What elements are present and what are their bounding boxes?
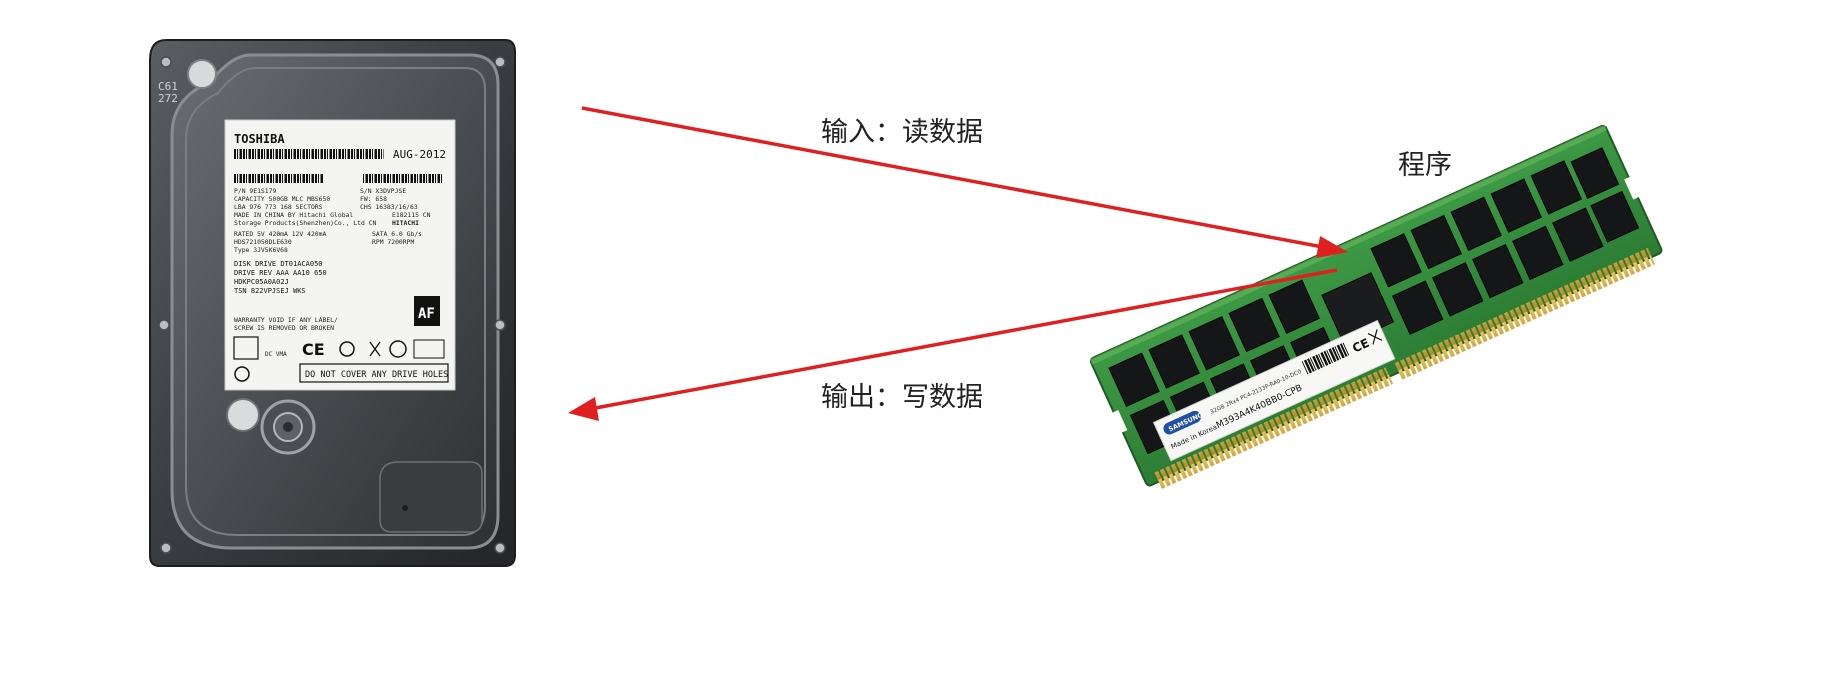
data-flow-arrows — [568, 106, 1348, 421]
svg-text:RPM 7200RPM: RPM 7200RPM — [372, 238, 414, 246]
ram-label: SAMSUNG Made in Korea M393A4K40BB0-CPB 3… — [1152, 319, 1396, 462]
svg-text:CHS 16383/16/63: CHS 16383/16/63 — [360, 203, 418, 211]
samsung-logo — [1163, 410, 1201, 435]
hdd-post — [187, 59, 217, 89]
read-arrow-line — [581, 106, 1329, 250]
ram-gold-contacts-left — [1154, 367, 1394, 490]
input-read-label: 输入：读数据 — [821, 117, 983, 148]
svg-text:DC VMA: DC VMA — [265, 351, 287, 358]
svg-text:FW: 658: FW: 658 — [360, 195, 387, 203]
svg-text:Type 3JV5K6V68: Type 3JV5K6V68 — [234, 246, 288, 254]
svg-text:HDKPC05A0A02J: HDKPC05A0A02J — [234, 278, 289, 286]
barcode-icon — [362, 174, 442, 183]
ce-mark-icon: CE — [302, 340, 325, 359]
ram-notch-right — [1624, 175, 1643, 200]
svg-text:E182115 CN: E182115 CN — [392, 211, 431, 219]
hdd-drive-info: DISK DRIVE DT01ACA050 DRIVE REV AAA AA10… — [234, 260, 327, 295]
hdd-code-bottom: 272 — [158, 92, 178, 105]
weee-icon — [1367, 329, 1383, 345]
hdd-label: TOSHIBA AUG-2012 P/N 9E1S179 CAPACITY 50… — [224, 119, 456, 391]
recycle-icon — [234, 366, 250, 382]
svg-text:SCREW IS REMOVED OR BROKEN: SCREW IS REMOVED OR BROKEN — [234, 324, 334, 332]
svg-text:RATED 5V 420mA 12V 420mA: RATED 5V 420mA 12V 420mA — [234, 230, 326, 238]
write-arrow-head — [568, 397, 599, 421]
hdd-warranty: WARRANTY VOID IF ANY LABEL/ SCREW IS REM… — [234, 316, 338, 332]
ce-mark-icon: CE — [1350, 336, 1371, 356]
svg-text:SATA 6.0 Gb/s: SATA 6.0 Gb/s — [372, 230, 422, 238]
hdd-spec-left: P/N 9E1S179 CAPACITY 500GB MLC MBS650 LB… — [234, 187, 377, 254]
hdd-drive-holes-note: DO NOT COVER ANY DRIVE HOLES — [305, 370, 448, 380]
write-arrow-line — [589, 268, 1338, 411]
ram-module: SAMSUNG Made in Korea M393A4K40BB0-CPB 3… — [1089, 124, 1663, 490]
svg-text:TSN 822VPJSEJ WKS: TSN 822VPJSEJ WKS — [234, 287, 306, 295]
barcode-icon — [234, 174, 324, 183]
svg-text:HDS721050DLE630: HDS721050DLE630 — [234, 238, 292, 246]
read-arrow-head — [1316, 236, 1348, 258]
barcode-icon — [234, 149, 384, 159]
svg-text:LBA 976 773 168 SECTORS: LBA 976 773 168 SECTORS — [234, 203, 323, 211]
dram-chips — [1108, 147, 1640, 455]
af-badge-icon — [414, 296, 440, 326]
hdd-cover-recess — [379, 461, 483, 533]
hdd-post-lower — [226, 398, 260, 432]
svg-text:S/N X3DVPJSE: S/N X3DVPJSE — [360, 187, 406, 195]
program-label: 程序 — [1398, 150, 1452, 181]
svg-text:MADE IN CHINA BY Hitachi Globa: MADE IN CHINA BY Hitachi Global — [234, 211, 353, 219]
output-write-label: 输出：写数据 — [821, 382, 983, 413]
screw-icon — [158, 56, 506, 554]
hdd-brand: TOSHIBA — [234, 132, 285, 146]
svg-text:DRIVE REV AAA AA10 650: DRIVE REV AAA AA10 650 — [234, 269, 327, 277]
hdd-spec-right: S/N X3DVPJSE FW: 658 CHS 16383/16/63 E18… — [360, 187, 431, 246]
ram-gold-contacts-right — [1394, 247, 1656, 380]
svg-text:WARRANTY VOID IF ANY LABEL/: WARRANTY VOID IF ANY LABEL/ — [234, 316, 338, 324]
hdd-cover-groove — [185, 67, 486, 536]
svg-text:HITACHI: HITACHI — [392, 219, 419, 227]
svg-text:Storage Products(Shenzhen)Co.,: Storage Products(Shenzhen)Co., Ltd CN — [234, 219, 377, 227]
svg-text:DISK DRIVE DT01ACA050: DISK DRIVE DT01ACA050 — [234, 260, 323, 268]
svg-text:CAPACITY 500GB MLC MBS650: CAPACITY 500GB MLC MBS650 — [234, 195, 330, 203]
ram-notch-left — [1109, 410, 1128, 435]
svg-text:P/N 9E1S179: P/N 9E1S179 — [234, 187, 276, 195]
barcode-icon — [1301, 342, 1350, 375]
ram-pcb-edge — [1089, 124, 1608, 365]
hard-disk-drive: C61 272 TOSHIBA AUG-2012 P/N 9E1S179 CAP… — [149, 39, 516, 567]
certification-icons: CE DC VMA — [233, 336, 445, 360]
svg-text:AF: AF — [418, 306, 435, 322]
hdd-date: AUG-2012 — [393, 148, 446, 161]
hdd-code-top: C61 — [158, 80, 178, 93]
